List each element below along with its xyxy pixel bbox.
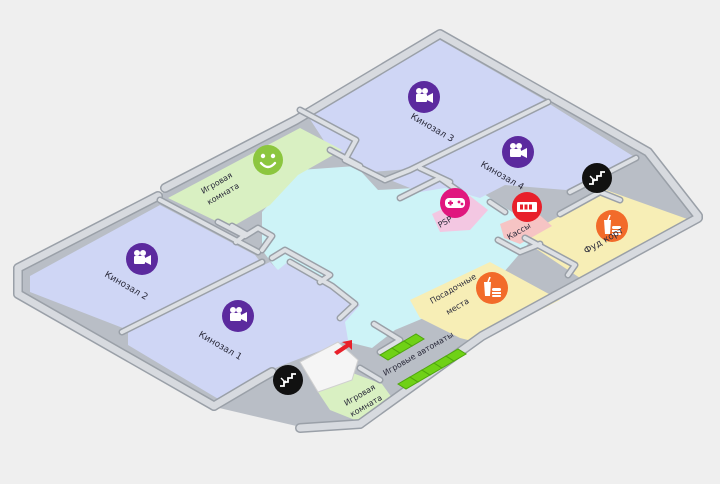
stairs-icon bbox=[273, 365, 303, 395]
food-drink-icon bbox=[476, 272, 508, 304]
walls bbox=[13, 29, 703, 433]
stairs-icon bbox=[582, 163, 612, 193]
arcade-machine bbox=[403, 333, 425, 347]
hall-1-camera-icon bbox=[222, 300, 254, 332]
hall-2-camera-icon bbox=[126, 243, 158, 275]
arcade-machines bbox=[379, 333, 467, 390]
hall-3-camera-icon bbox=[408, 81, 440, 113]
entrance-stairs bbox=[299, 341, 359, 393]
cashier-floor bbox=[500, 210, 552, 244]
arcade-machine bbox=[445, 348, 467, 362]
hall-4-camera-icon bbox=[502, 136, 534, 168]
entrance-arrow-icon bbox=[334, 340, 352, 355]
gamepad-icon bbox=[440, 188, 470, 218]
ticket-icon bbox=[512, 192, 542, 222]
food-drink-icon bbox=[596, 210, 628, 242]
playroom-top-floor bbox=[168, 128, 342, 228]
smiley-icon bbox=[253, 145, 283, 175]
